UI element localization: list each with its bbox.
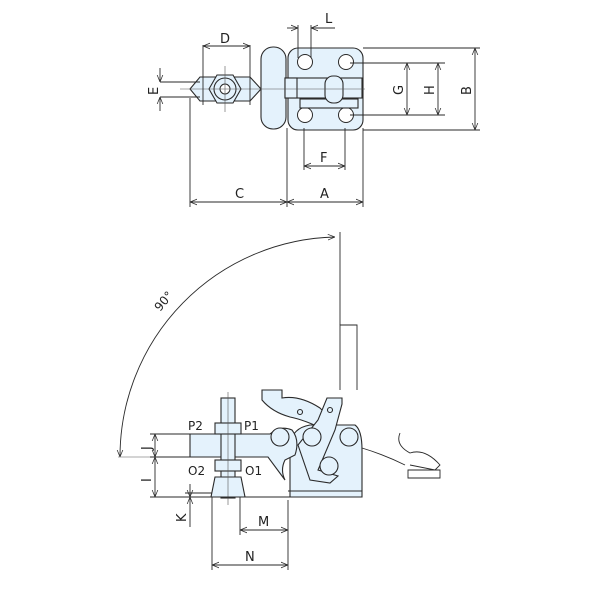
top-view: D E L G H B F C A <box>147 12 480 207</box>
dim-label-K: K <box>175 513 190 522</box>
pivot-pin <box>296 408 304 416</box>
dim-label-F: F <box>320 151 327 166</box>
open-handle-outline <box>339 324 358 390</box>
side-view: 90° J I K M N P2 <box>118 232 441 570</box>
dim-label-O1: O1 <box>245 464 262 478</box>
dim-label-A: A <box>320 187 329 202</box>
pivot-pin-large <box>319 456 339 476</box>
mount-hole <box>297 54 313 70</box>
dim-label-H: H <box>423 85 438 95</box>
handle-grip <box>260 46 287 130</box>
mount-hole <box>338 54 354 70</box>
dim-label-L: L <box>325 12 333 27</box>
handle-right <box>361 432 441 479</box>
dim-label-P1: P1 <box>244 419 259 433</box>
handle-stub <box>284 77 298 99</box>
handle-lever <box>261 389 333 431</box>
dim-label-G: G <box>392 85 407 95</box>
dim-label-P2: P2 <box>188 419 203 433</box>
dim-label-N: N <box>245 550 255 565</box>
pivot-pin-large <box>270 427 290 447</box>
dim-label-B: B <box>460 86 475 95</box>
swing-arc <box>120 237 335 457</box>
pivot-pin-large <box>339 427 359 447</box>
dim-label-D: D <box>220 32 230 47</box>
dim-label-O2: O2 <box>188 464 205 478</box>
mount-hole <box>297 107 313 123</box>
pivot-cap <box>324 75 344 104</box>
dim-label-C: C <box>235 187 244 202</box>
dim-label-I: I <box>140 478 155 482</box>
angle-label: 90° <box>152 289 176 314</box>
dim-label-M: M <box>258 515 269 530</box>
pivot-pin-large <box>302 427 322 447</box>
dim-label-J: J <box>140 446 155 451</box>
dim-label-E: E <box>147 87 162 95</box>
pivot-pin <box>326 406 334 414</box>
